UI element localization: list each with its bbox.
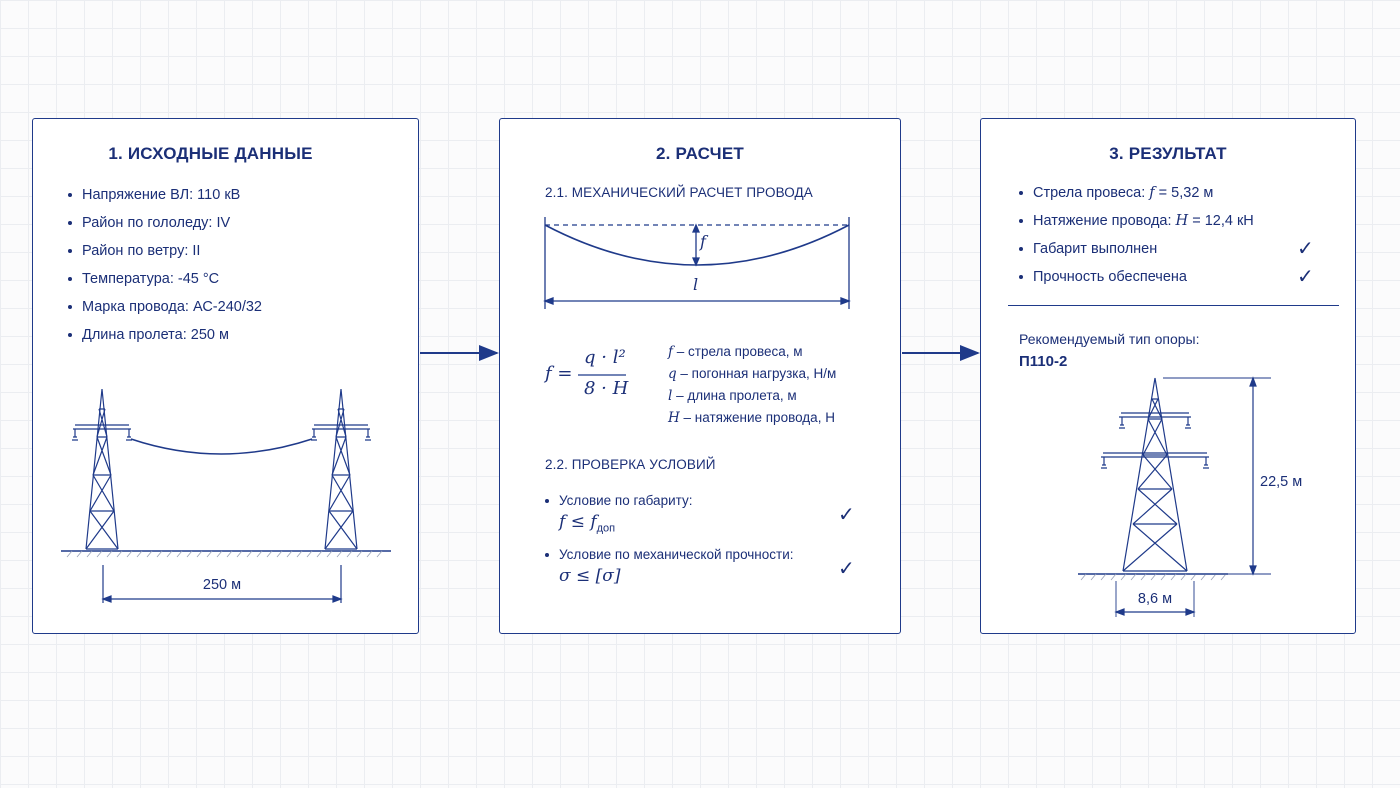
tower-left <box>72 388 132 550</box>
legend-row: q – погонная нагрузка, Н/м <box>668 363 836 385</box>
condition-formula: σ ≤ [σ] <box>559 566 621 586</box>
list-item: Габарит выполнен <box>1019 240 1319 268</box>
legend-symbol: f <box>668 344 673 360</box>
check-icon: ✓ <box>838 558 855 580</box>
check-icon: ✓ <box>838 504 855 526</box>
calculation-panel: 2. РАСЧЕТ 2.1. МЕХАНИЧЕСКИЙ РАСЧЕТ ПРОВО… <box>499 118 901 634</box>
tower-diagram: 22,5 м 8,6 м <box>1078 376 1302 617</box>
condition-formula: f ≤ fдоп <box>559 512 616 535</box>
legend-symbol: H <box>668 410 680 426</box>
span-symbol: l <box>693 275 699 294</box>
list-item: Прочность обеспечена <box>1019 268 1319 296</box>
condition-label: Условие по механической прочности: <box>545 547 794 562</box>
sag-curve <box>544 224 850 266</box>
section-heading: 2.2. ПРОВЕРКА УСЛОВИЙ <box>545 457 716 472</box>
height-label: 22,5 м <box>1260 474 1302 490</box>
legend-text: – натяжение провода, Н <box>679 410 835 425</box>
panel-title: 2. РАСЧЕТ <box>656 144 744 163</box>
formula-denominator: 8 · H <box>584 378 629 399</box>
list-item: Марка провода: АС-240/32 <box>68 298 262 326</box>
formula-legend: f – стрела провеса, м q – погонная нагру… <box>668 341 836 429</box>
check-icon: ✓ <box>1297 266 1314 288</box>
list-item: Температура: -45 °С <box>68 270 262 298</box>
panel-title: 3. РЕЗУЛЬТАТ <box>1109 144 1227 163</box>
base-label: 8,6 м <box>1138 591 1172 607</box>
recommended-value: П110-2 <box>1019 353 1068 370</box>
divider <box>1008 305 1339 306</box>
input-list: Напряжение ВЛ: 110 кВ Район по гололеду:… <box>68 186 262 354</box>
condition-label: Условие по габариту: <box>545 493 692 508</box>
panel-title: 1. ИСХОДНЫЕ ДАННЫЕ <box>108 144 313 163</box>
formula-lhs: f = <box>545 363 573 384</box>
section-heading: 2.1. МЕХАНИЧЕСКИЙ РАСЧЕТ ПРОВОДА <box>545 185 813 200</box>
tower-p110-2 <box>1101 377 1209 572</box>
list-item: Район по гололеду: IV <box>68 214 262 242</box>
legend-symbol: l <box>668 388 673 404</box>
legend-symbol: q <box>668 366 677 382</box>
legend-text: – погонная нагрузка, Н/м <box>676 366 837 381</box>
conductor-sag <box>130 438 313 455</box>
list-item: Район по ветру: II <box>68 242 262 270</box>
recommended-label: Рекомендуемый тип опоры: <box>1019 331 1200 347</box>
legend-row: f – стрела провеса, м <box>668 341 836 363</box>
legend-row: l – длина пролета, м <box>668 385 836 407</box>
legend-row: H – натяжение провода, Н <box>668 407 836 429</box>
tower-right <box>311 388 371 550</box>
result-list: Стрела провеса: f = 5,32 м Натяжение про… <box>1019 184 1319 296</box>
check-icon: ✓ <box>1297 238 1314 260</box>
list-item: Длина пролета: 250 м <box>68 326 262 354</box>
span-label: 250 м <box>203 577 241 593</box>
result-panel: 3. РЕЗУЛЬТАТ Стрела провеса: f = 5,32 м … <box>980 118 1356 634</box>
condition-clearance: Условие по габариту: f ≤ fдоп <box>545 493 692 534</box>
legend-text: – стрела провеса, м <box>673 344 803 359</box>
list-item: Натяжение провода: H = 12,4 кН <box>1019 212 1319 240</box>
list-item: Напряжение ВЛ: 110 кВ <box>68 186 262 214</box>
list-item: Стрела провеса: f = 5,32 м <box>1019 184 1319 212</box>
legend-text: – длина пролета, м <box>672 388 797 403</box>
formula-numerator: q · l² <box>584 347 626 368</box>
ground-hatch <box>66 550 383 558</box>
input-data-panel: 1. ИСХОДНЫЕ ДАННЫЕ Напряжение ВЛ: 110 кВ… <box>32 118 419 634</box>
sag-symbol: f <box>700 232 706 251</box>
sag-diagram <box>543 217 851 376</box>
condition-strength: Условие по механической прочности: σ ≤ [… <box>545 547 794 586</box>
span-drawing: 250 м <box>61 388 391 603</box>
